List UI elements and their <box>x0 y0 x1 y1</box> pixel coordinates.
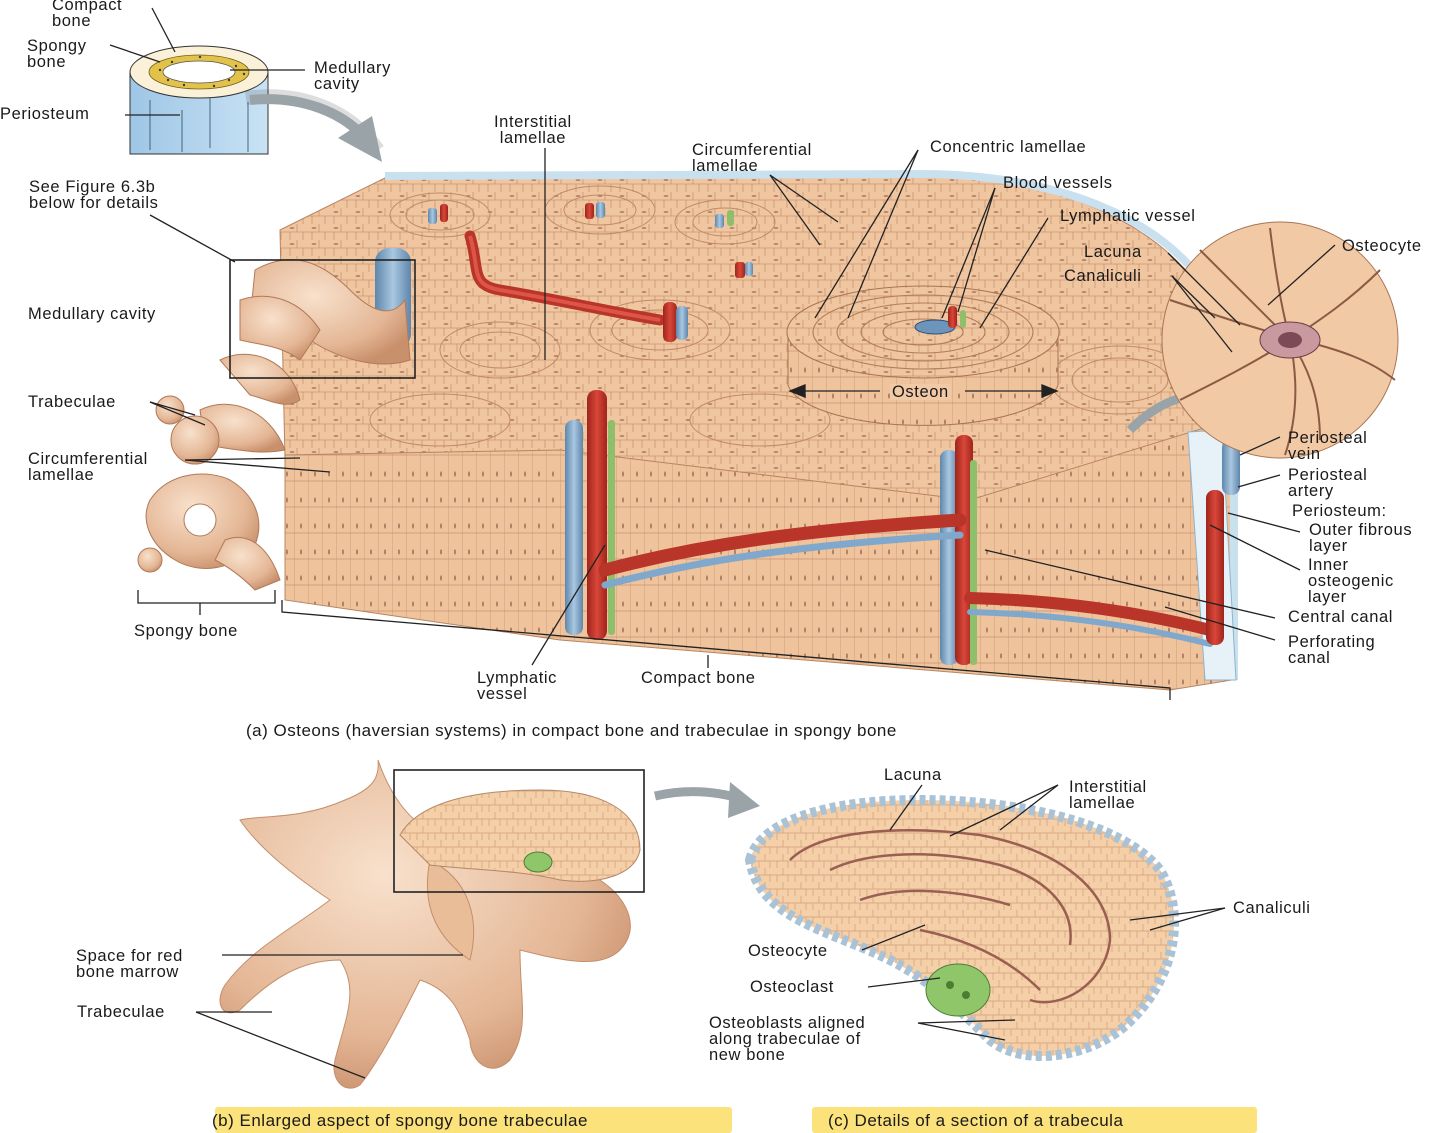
label-lymphatic-vessel-bottom: Lymphatic vessel <box>477 669 557 703</box>
panel-c-section <box>744 794 1179 1061</box>
label-line: bone <box>52 12 92 30</box>
leader-lines <box>109 7 1336 1079</box>
label-line: Spongy <box>27 37 87 55</box>
label-line: layer <box>1309 537 1348 555</box>
label-line: Interstitial <box>1069 778 1147 796</box>
label-inset-medullary-cavity: Medullary cavity <box>314 59 391 93</box>
label-central-canal: Central canal <box>1288 608 1394 626</box>
label-periosteum: Periosteum: <box>1292 502 1387 520</box>
label-inset-spongy-bone: Spongy bone <box>27 37 87 71</box>
label-interstitial-lamellae: Interstitial lamellae <box>494 113 572 147</box>
label-line: lamellae <box>499 129 567 147</box>
label-circumferential-lamellae-left: Circumferential lamellae <box>28 450 148 484</box>
label-interstitial-lamellae-c: Interstitial lamellae <box>1069 778 1147 812</box>
label-space-red-marrow: Space for red bone marrow <box>76 947 183 981</box>
label-outer-fibrous-layer: Outer fibrous layer <box>1309 521 1413 555</box>
caption-b: (b) Enlarged aspect of spongy bone trabe… <box>212 1111 588 1130</box>
label-line: See Figure 6.3b <box>29 178 156 196</box>
label-line: bone marrow <box>76 963 179 981</box>
osteocyte-inset <box>1161 221 1399 459</box>
label-lacuna-c: Lacuna <box>884 766 942 784</box>
label-inset-compact-bone: Compact bone <box>52 0 122 29</box>
label-line: Osteoblasts aligned <box>709 1014 866 1032</box>
label-line: Inner <box>1308 556 1349 574</box>
label-line: Medullary <box>314 59 391 77</box>
label-line: Periosteal <box>1288 429 1368 447</box>
label-osteocyte-c: Osteocyte <box>748 942 828 960</box>
caption-a: (a) Osteons (haversian systems) in compa… <box>246 721 897 740</box>
label-osteoblasts-c: Osteoblasts aligned along trabeculae of … <box>709 1014 866 1064</box>
label-canaliculi-top: Canaliculi <box>1064 267 1142 285</box>
label-line: layer <box>1308 588 1347 606</box>
label-spongy-bone: Spongy bone <box>134 622 238 640</box>
label-line: Perforating <box>1288 633 1376 651</box>
label-trabeculae-b: Trabeculae <box>77 1003 165 1021</box>
label-line: osteogenic <box>1308 572 1394 590</box>
label-line: Compact <box>52 0 123 14</box>
label-inner-osteogenic-layer: Inner osteogenic layer <box>1308 556 1394 606</box>
label-osteoclast-c: Osteoclast <box>750 978 834 996</box>
small-osteon-vessels <box>428 202 753 278</box>
label-line: bone <box>27 53 67 71</box>
label-osteon: Osteon <box>890 383 951 401</box>
label-osteocyte-top: Osteocyte <box>1342 237 1422 255</box>
label-line: Lymphatic <box>477 669 557 687</box>
compact-bone-block <box>279 169 1240 691</box>
label-line: vein <box>1288 445 1321 463</box>
label-line: Space for red <box>76 947 183 965</box>
label-concentric-lamellae: Concentric lamellae <box>930 138 1087 156</box>
label-line: along trabeculae of <box>709 1030 861 1048</box>
label-line: cavity <box>314 75 360 93</box>
label-line: Circumferential <box>28 450 148 468</box>
label-line: Circumferential <box>692 141 812 159</box>
caption-c-highlight <box>812 1107 1257 1133</box>
label-line: lamellae <box>1069 794 1136 812</box>
label-line: new bone <box>709 1046 786 1064</box>
osteon-cylinder <box>786 285 1060 426</box>
label-line: canal <box>1288 649 1331 667</box>
caption-b-highlight <box>215 1107 732 1133</box>
panel-b-section <box>399 789 641 882</box>
label-medullary-cavity: Medullary cavity <box>28 305 156 323</box>
label-line: Periosteal <box>1288 466 1368 484</box>
label-periosteal-vein: Periosteal vein <box>1288 429 1368 463</box>
label-periosteal-artery: Periosteal artery <box>1288 466 1368 500</box>
label-blood-vessels: Blood vessels <box>1003 174 1113 192</box>
detail-box-b <box>393 769 645 893</box>
label-line: lamellae <box>28 466 95 484</box>
label-line: vessel <box>477 685 528 703</box>
label-trabeculae: Trabeculae <box>28 393 116 411</box>
label-line: artery <box>1288 482 1334 500</box>
label-line: Outer fibrous <box>1309 521 1413 539</box>
long-bone-inset <box>129 45 384 162</box>
caption-c: (c) Details of a section of a trabecula <box>828 1111 1124 1130</box>
label-line: below for details <box>29 194 159 212</box>
label-lymphatic-vessel-top: Lymphatic vessel <box>1060 207 1196 225</box>
detail-box-a <box>229 259 416 379</box>
label-circumferential-lamellae-top: Circumferential lamellae <box>692 141 812 175</box>
label-see-figure: See Figure 6.3b below for details <box>29 178 159 212</box>
label-lacuna-top: Lacuna <box>1084 243 1142 261</box>
label-inset-periosteum: Periosteum <box>0 105 90 123</box>
label-compact-bone: Compact bone <box>641 669 756 687</box>
front-vessels-right <box>940 435 977 665</box>
spongy-bone-left <box>137 259 411 591</box>
label-line: Interstitial <box>494 113 572 131</box>
label-canaliculi-c: Canaliculi <box>1233 899 1311 917</box>
label-line: lamellae <box>692 157 759 175</box>
label-perforating-canal: Perforating canal <box>1288 633 1376 667</box>
